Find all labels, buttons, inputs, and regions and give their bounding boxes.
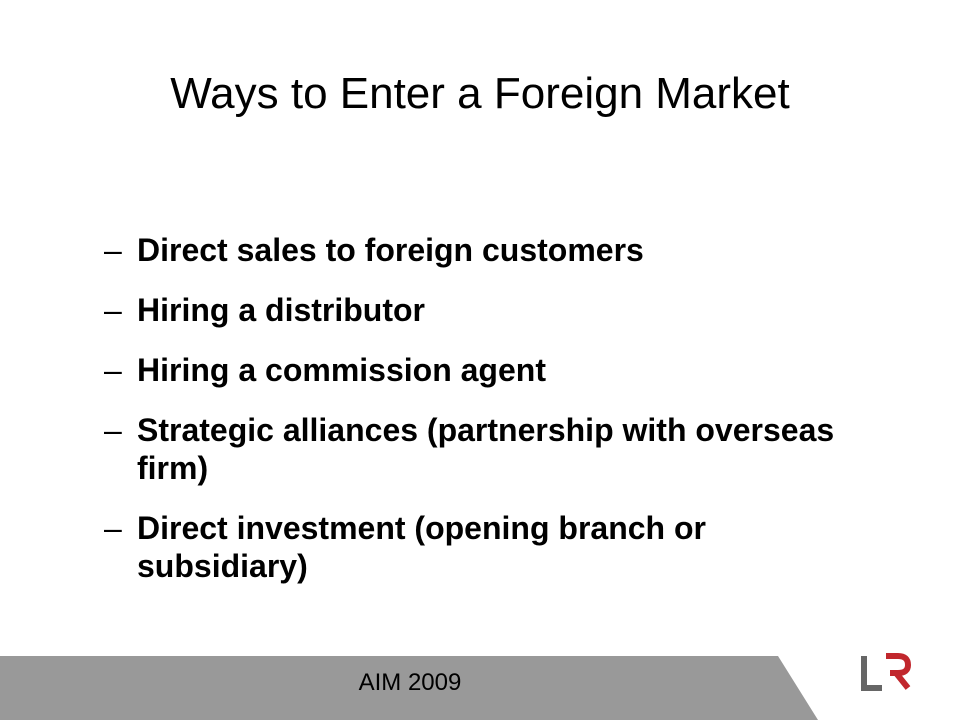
bullet-text: Hiring a commission agent [137,352,546,388]
list-item: – Hiring a commission agent [104,351,864,389]
company-logo [820,650,950,712]
footer-bar [0,656,960,720]
list-item: – Direct sales to foreign customers [104,231,864,269]
bullet-text: Direct investment (opening branch or sub… [137,510,706,584]
dash-bullet-icon: – [104,510,122,546]
footer-text: AIM 2009 [358,669,462,696]
dash-bullet-icon: – [104,292,122,328]
list-item: – Strategic alliances (partnership with … [104,411,864,487]
dash-bullet-icon: – [104,352,122,388]
bullet-text: Direct sales to foreign customers [137,232,644,268]
bullet-list: – Direct sales to foreign customers – Hi… [104,231,864,607]
slide-title: Ways to Enter a Foreign Market [170,69,790,118]
dash-bullet-icon: – [104,232,122,268]
bullet-text: Strategic alliances (partnership with ov… [137,412,835,486]
footer-bar-shape [0,656,818,720]
list-item: – Direct investment (opening branch or s… [104,509,864,585]
lr-monogram-icon [861,653,912,691]
bullet-text: Hiring a distributor [137,292,425,328]
dash-bullet-icon: – [104,412,122,448]
list-item: – Hiring a distributor [104,291,864,329]
